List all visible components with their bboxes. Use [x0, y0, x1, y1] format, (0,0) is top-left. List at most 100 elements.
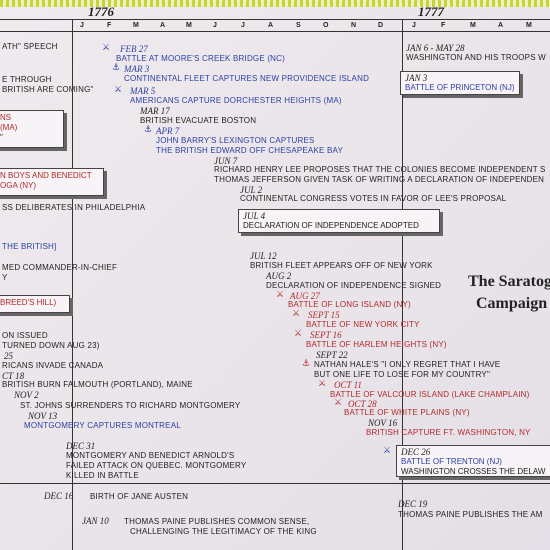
event-date: Aug 2 — [266, 271, 292, 281]
left-fragment: n Boys and Benedict — [0, 171, 92, 180]
left-date: Dec 31 — [66, 441, 96, 451]
event-text: Battle of White Plains (NY) — [344, 408, 470, 417]
month-label: M — [470, 22, 476, 29]
event-date: Oct 11 — [334, 380, 362, 390]
left-fragment: British are coming" — [2, 85, 94, 94]
month-label: J — [213, 22, 217, 29]
left-date: Jan 10 — [82, 516, 109, 526]
left-fragment: " — [0, 133, 3, 142]
event-text: Battle at Moore's Creek Bridge (NC) — [116, 54, 285, 63]
event-text: Declaration of Independence signed — [266, 281, 442, 290]
event-text: British capture Ft. Washington, NY — [366, 428, 531, 437]
event-text: the British Edward off Chesapeake Bay — [156, 146, 343, 155]
event-text: Battle of Trenton (NJ) — [401, 457, 502, 466]
event-text: Thomas Paine publishes The Am — [398, 510, 543, 519]
month-label: F — [107, 22, 112, 29]
left-fragment: the British] — [2, 242, 57, 251]
left-date: Nov 2 — [14, 390, 39, 400]
crossed-swords-icon: ⚔ — [114, 85, 123, 95]
left-fragment: Thomas Paine publishes Common Sense, — [124, 517, 310, 526]
event-date: Jul 4 — [243, 211, 266, 221]
event-date: Sept 22 — [316, 350, 348, 360]
left-fragment: ns — [0, 113, 12, 122]
month-label: D — [378, 22, 384, 29]
month-label: M — [186, 22, 192, 29]
left-fragment: turned down Aug 23) — [2, 341, 100, 350]
left-fragment: St. Johns surrenders to Richard Montgome… — [20, 401, 241, 410]
month-label: J — [80, 22, 84, 29]
crossed-swords-icon: ⚔ — [294, 329, 303, 339]
event-date: Dec 26 — [401, 447, 431, 457]
event-date: Sept 15 — [308, 310, 340, 320]
event-date: Jul 2 — [240, 185, 263, 195]
event-box-left-3: Breed's Hill) — [0, 295, 70, 313]
month-label: O — [323, 22, 329, 29]
anchor-icon: ⚓ — [144, 125, 153, 135]
event-date: Aug 27 — [290, 291, 320, 301]
event-text: but one life to lose for my country" — [314, 370, 491, 379]
event-date: Sept 16 — [310, 330, 342, 340]
year-1777-label: 1777 — [418, 4, 444, 19]
event-text: Richard Henry Lee proposes that the colo… — [214, 165, 546, 174]
event-text: Nathan Hale's "I only regret that I have — [314, 360, 501, 369]
event-text: Battle of Valcour Island (Lake Champlain… — [330, 390, 530, 399]
event-text: Continental Congress votes in favor of L… — [240, 194, 507, 203]
event-date: Mar 3 — [124, 64, 150, 74]
crossed-swords-icon: ⚔ — [276, 290, 285, 300]
event-date: Apr 7 — [156, 126, 180, 136]
left-fragment: med Commander-in-Chief — [2, 263, 118, 272]
event-date: Dec 19 — [398, 499, 428, 509]
left-fragment: Montgomery captures Montreal — [24, 421, 181, 430]
left-fragment: challenging the legitimacy of the king — [130, 527, 317, 536]
crossed-swords-icon: ⚔ — [102, 43, 111, 53]
anchor-icon: ⚓ — [112, 63, 121, 73]
month-label: M — [526, 22, 532, 29]
left-fragment: e through — [2, 75, 52, 84]
event-text: British fleet appears off of New York — [250, 261, 433, 270]
crossed-swords-icon: ⚔ — [334, 398, 343, 408]
crossed-swords-icon: ⚔ — [383, 446, 392, 456]
event-date: Jul 12 — [250, 251, 277, 261]
month-label: F — [441, 22, 446, 29]
left-fragment: failed attack on Quebec. Montgomery — [66, 461, 247, 470]
event-box-trenton: ⚔ Dec 26 Battle of Trenton (NJ) Washingt… — [383, 445, 550, 477]
event-date: Oct 28 — [348, 399, 377, 409]
event-date: Feb 27 — [120, 44, 148, 54]
left-fragment: Montgomery and Benedict Arnold's — [66, 451, 235, 460]
left-fragment: British burn Falmouth (Portland), Maine — [2, 380, 193, 389]
event-text: Battle of Princeton (NJ) — [405, 83, 515, 92]
event-date: Mar 5 — [130, 86, 156, 96]
year-1776-label: 1776 — [88, 4, 114, 19]
event-box-independence: Jul 4 Declaration of Independence adopte… — [238, 209, 440, 233]
crossed-swords-icon: ⚔ — [292, 309, 301, 319]
header-top-line — [0, 19, 550, 20]
month-label: A — [498, 22, 504, 29]
event-text: Washington and his troops w — [406, 53, 546, 62]
month-label: J — [412, 22, 416, 29]
month-label: J — [241, 22, 245, 29]
left-fragment: oga (NY) — [0, 181, 37, 190]
left-date: 25 — [4, 351, 13, 361]
event-box-princeton: Jan 3 Battle of Princeton (NJ) — [400, 71, 520, 95]
left-fragment: y — [2, 273, 8, 282]
event-text: Washington crosses the Delaw — [401, 467, 546, 476]
month-label: N — [351, 22, 357, 29]
event-date: Jan 3 — [405, 73, 428, 83]
left-fragment: ss deliberates in Philadelphia — [2, 203, 146, 212]
month-label: S — [296, 22, 301, 29]
event-box-left-2: n Boys and Benedict oga (NY) — [0, 168, 104, 196]
left-fragment: on issued — [2, 331, 48, 340]
event-text: British evacuate Boston — [140, 116, 257, 125]
footer-line — [0, 483, 550, 484]
left-date: ct 18 — [2, 371, 25, 381]
left-fragment: Birth of Jane Austen — [90, 492, 189, 501]
year-divider-1776 — [72, 19, 73, 550]
campaign-title-line-2: Campaign — [476, 295, 548, 312]
event-text: Thomas Jefferson given task of writing a… — [214, 175, 545, 184]
event-text: Battle of Harlem Heights (NY) — [306, 340, 447, 349]
top-dotted-border — [0, 0, 550, 7]
month-label: M — [133, 22, 139, 29]
event-text: Declaration of Independence adopted — [243, 221, 419, 230]
event-text: Battle of Long Island (NY) — [288, 300, 411, 309]
